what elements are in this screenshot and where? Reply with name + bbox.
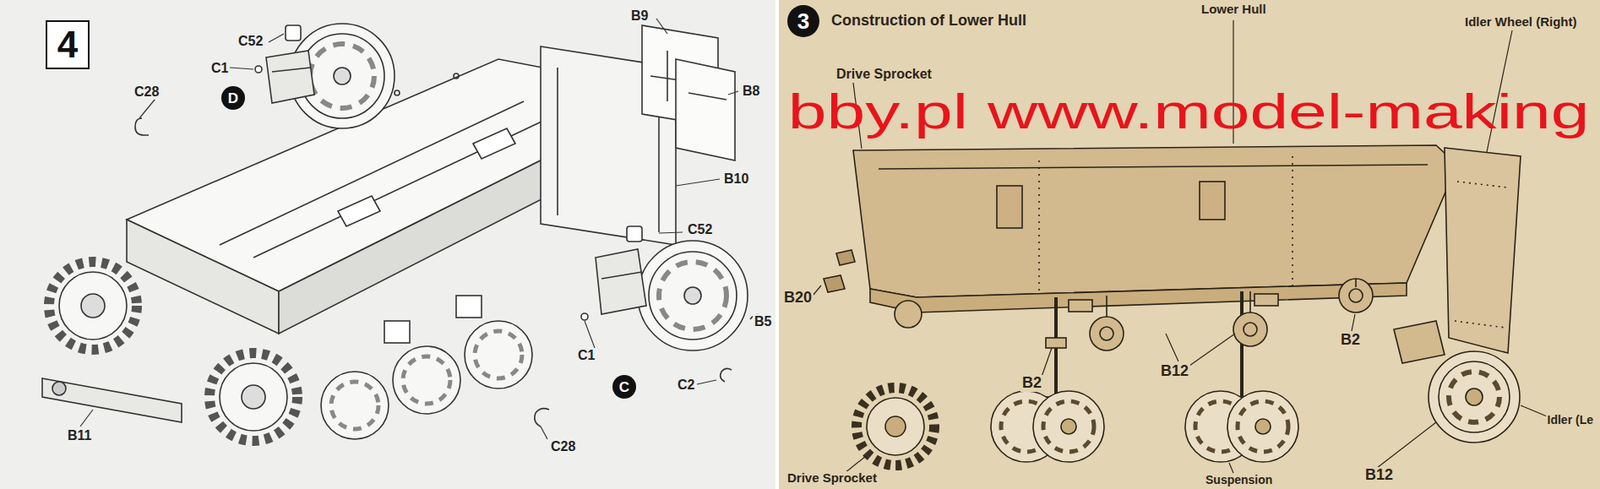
part-label: Idler Wheel (Right): [1463, 15, 1579, 30]
part-number: B11: [65, 428, 93, 444]
part-number: C1: [209, 60, 230, 77]
part-label: Drive Sprocket: [834, 66, 934, 82]
callout-circle: D: [221, 86, 245, 110]
step-number: 4: [57, 26, 78, 64]
part-label: Lower Hull: [1199, 2, 1269, 17]
part-label: Drive Sprocket: [785, 471, 879, 486]
part-number: C28: [132, 84, 161, 100]
part-number: B12: [1159, 363, 1191, 381]
part-number: B2: [1020, 375, 1044, 392]
step-number: 3: [797, 10, 810, 33]
part-number: C52: [685, 222, 714, 238]
part-number: C28: [549, 439, 577, 455]
step-number-box: 4: [45, 20, 90, 70]
callout-circle: C: [612, 375, 637, 399]
part-label: Idler (Le: [1545, 413, 1595, 427]
part-number: C2: [675, 377, 697, 393]
step-number: D: [228, 91, 239, 106]
part-number: B9: [629, 8, 650, 24]
part-label: Suspension: [1203, 473, 1274, 487]
part-number: C52: [236, 33, 265, 49]
watermark: bby.pl www.model-making: [785, 84, 1592, 139]
part-number: B10: [722, 171, 751, 187]
part-number: B2: [1338, 331, 1362, 349]
step-number: C: [619, 380, 630, 395]
step-title: Construction of Lower Hull: [829, 12, 1029, 30]
step-number-circle: 3: [787, 5, 820, 38]
part-number: B20: [782, 289, 814, 307]
part-number: B8: [740, 83, 762, 99]
part-number: B5: [752, 314, 773, 330]
part-number: B12: [1363, 467, 1395, 485]
part-number: C1: [576, 348, 597, 364]
